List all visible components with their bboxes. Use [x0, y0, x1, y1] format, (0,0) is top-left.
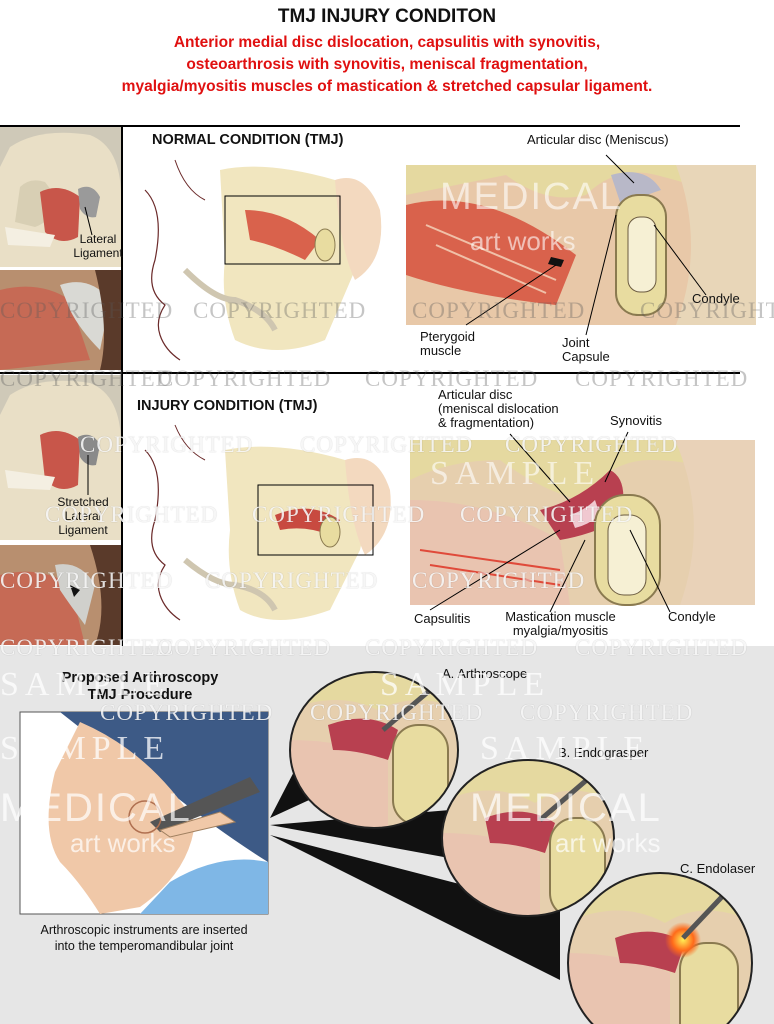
- subtitle-line-2: osteoarthrosis with synovitis, meniscal …: [186, 56, 588, 73]
- normal-pterygoid-label: Pterygoid muscle: [420, 329, 475, 358]
- injury-head-profile-sketch: [144, 424, 391, 621]
- injury-articular-disc-label: Articular disc (meniscal dislocation & f…: [438, 387, 559, 430]
- endolaser-step-circle: [567, 872, 753, 1024]
- normal-head-profile-sketch: [144, 159, 382, 361]
- subtitle-line-3: myalgia/myositis muscles of mastication …: [121, 78, 653, 95]
- step-a-label: A. Arthroscope: [442, 666, 528, 681]
- normal-side-skull-illustration: [0, 127, 121, 267]
- patient-head-illustration: [19, 711, 269, 915]
- arthroscope-step-circle: [289, 671, 459, 829]
- procedure-caption: Arthroscopic instruments are inserted in…: [40, 923, 248, 953]
- procedure-heading: Proposed Arthroscopy TMJ Procedure: [61, 670, 219, 703]
- injury-synovitis-label: Synovitis: [610, 413, 663, 428]
- injury-tmj-detail: [410, 431, 755, 613]
- injury-condition-heading: INJURY CONDITION (TMJ): [137, 398, 318, 414]
- normal-condyle-label: Condyle: [692, 291, 740, 306]
- injury-stretched-ligament-label: Stretched Lateral Ligament: [57, 495, 109, 537]
- step-c-label: C. Endolaser: [680, 861, 756, 876]
- page-title: TMJ INJURY CONDITON: [277, 6, 497, 27]
- injury-capsulitis-label: Capsulitis: [414, 611, 471, 626]
- subtitle-line-1: Anterior medial disc dislocation, capsul…: [173, 34, 601, 51]
- normal-tmj-detail: [406, 154, 756, 336]
- injury-mastication-label: Mastication muscle myalgia/myositis: [505, 609, 616, 638]
- divider-vertical: [121, 126, 123, 646]
- watermark-copyright: COPYRIGHTED: [575, 366, 749, 391]
- injury-side-skull-illustration: [0, 375, 121, 540]
- injury-side-joint-closeup: [0, 545, 121, 645]
- injury-condyle-label: Condyle: [668, 609, 716, 624]
- endograsper-step-circle: [441, 759, 615, 917]
- divider-top: [0, 125, 740, 127]
- normal-condition-heading: NORMAL CONDITION (TMJ): [152, 132, 344, 148]
- normal-articular-disc-label: Articular disc (Meniscus): [527, 132, 669, 147]
- divider-middle: [0, 372, 740, 374]
- normal-side-joint-closeup: [0, 270, 121, 370]
- step-b-label: B. Endograsper: [558, 745, 649, 760]
- normal-lateral-ligament-label: Lateral Ligament: [73, 232, 123, 260]
- normal-joint-capsule-label: Joint Capsule: [562, 335, 610, 364]
